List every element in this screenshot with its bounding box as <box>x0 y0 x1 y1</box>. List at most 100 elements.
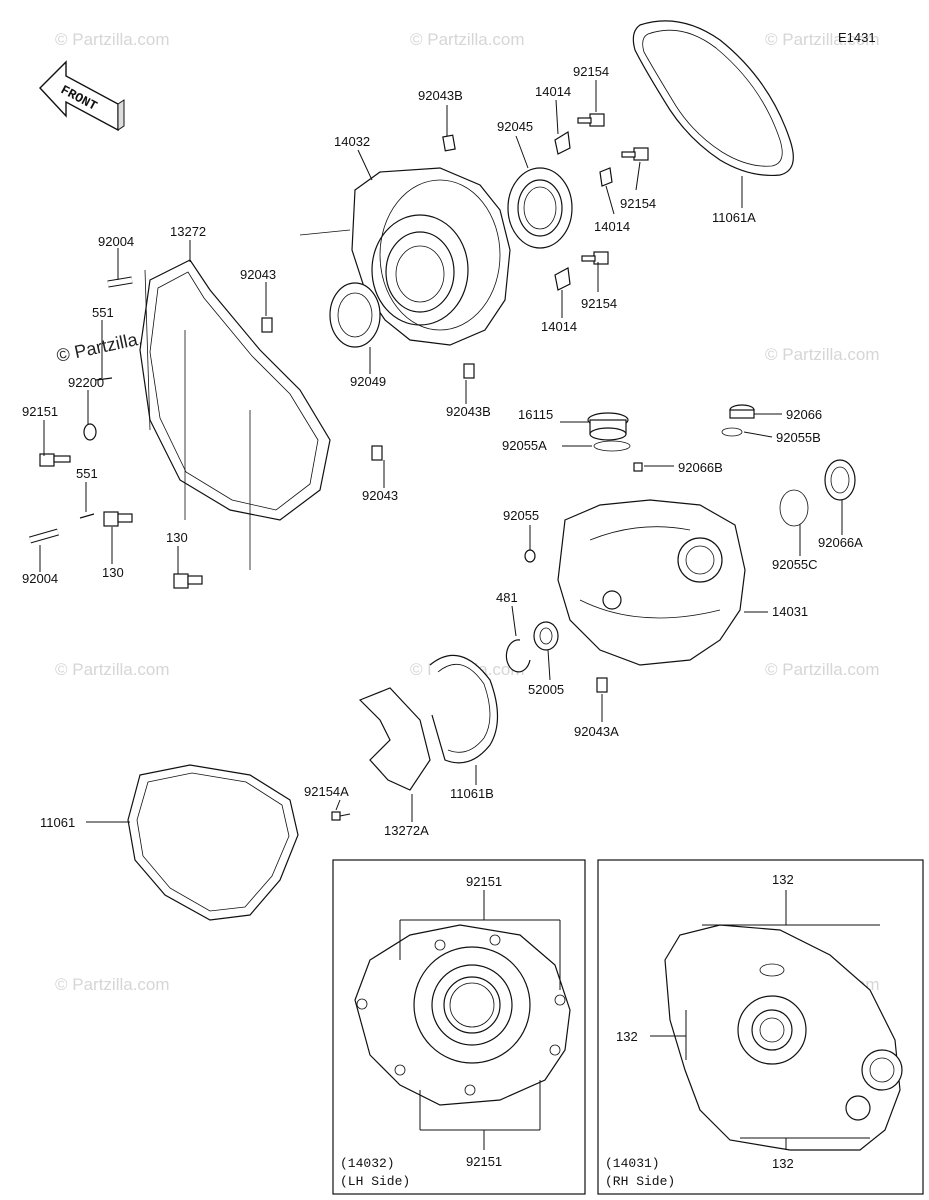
seal-92066a <box>824 459 856 501</box>
part-label: 92049 <box>350 374 386 389</box>
cap-16115 <box>587 412 629 441</box>
part-label: 92043 <box>362 488 398 503</box>
inset-rh-left-label: 132 <box>616 1029 638 1044</box>
part-label: 13272 <box>170 224 206 239</box>
part-label: 11061B <box>450 786 494 801</box>
front-arrow-icon: FRONT <box>39 60 125 132</box>
part-label: 11061A <box>712 210 756 225</box>
gasket-11061a <box>632 20 794 177</box>
leader-lines <box>39 80 843 823</box>
bolt-130-a <box>103 511 133 527</box>
rh-cover-14031 <box>557 499 746 666</box>
bolt-92154-mid <box>621 147 649 161</box>
part-label: 16115 <box>518 407 553 422</box>
part-label: 14014 <box>535 84 571 99</box>
pin-551-top <box>95 377 113 381</box>
part-label: 11061 <box>40 815 75 830</box>
part-label: 92055A <box>502 438 547 453</box>
watermark: © Partzilla.com <box>765 30 880 49</box>
bearing-92045 <box>507 167 573 249</box>
part-label: 92151 <box>22 404 58 419</box>
part-label: 14031 <box>772 604 808 619</box>
gasket-13272 <box>139 259 331 521</box>
gasket-13272a <box>358 687 431 791</box>
part-label: 92066A <box>818 535 863 550</box>
gasket-11061b <box>429 654 499 764</box>
watermark: © Partzilla.com <box>55 660 170 679</box>
bolt-92154-top <box>577 113 605 127</box>
part-label: 130 <box>166 530 188 545</box>
washer-92200 <box>83 423 97 441</box>
part-label: 92154A <box>304 784 349 799</box>
screw-92154a <box>331 811 351 821</box>
plate-14014-low <box>554 267 571 291</box>
watermark: © Partzilla.com <box>410 30 525 49</box>
lh-cover-14032 <box>351 167 511 346</box>
part-labels: 14032 92043B 14014 92154 92045 92154 140… <box>22 64 863 838</box>
oring-92055b <box>721 427 743 437</box>
oring-92055 <box>524 549 536 563</box>
oring-92055c <box>779 489 809 527</box>
part-label: 92043B <box>418 88 463 103</box>
part-label: 130 <box>102 565 124 580</box>
seal-92049 <box>329 282 381 348</box>
inset-lh-side: 92151 92151 (14032) (LH Side) <box>332 859 586 1195</box>
inset-rh-caption-code: (14031) <box>605 1156 660 1171</box>
part-label: 92154 <box>573 64 609 79</box>
inset-lh-caption-code: (14032) <box>340 1156 395 1171</box>
inset-lh-bottom-label: 92151 <box>466 1154 502 1169</box>
part-label: 92200 <box>68 375 104 390</box>
bolt-92154-low <box>581 251 609 265</box>
part-label: 92045 <box>497 119 533 134</box>
plug-92066 <box>729 404 755 419</box>
plate-14014-top <box>554 131 571 155</box>
part-label: 14014 <box>541 319 577 334</box>
inset-rh-top-label: 132 <box>772 872 794 887</box>
circlip-481 <box>505 639 531 673</box>
watermark: © Partzilla.com <box>55 975 170 994</box>
dowel-92043b-top <box>442 134 456 152</box>
plug-92066b <box>633 462 643 472</box>
part-label: 14032 <box>334 134 370 149</box>
pin-551-low <box>79 513 95 519</box>
part-label: 92066B <box>678 460 723 475</box>
part-label: 14014 <box>594 219 630 234</box>
dowel-92043a <box>596 677 608 693</box>
part-label: 92066 <box>786 407 822 422</box>
part-label: 92004 <box>22 571 58 586</box>
dowel-92043b-low <box>463 363 475 379</box>
bolt-130-b <box>173 573 203 589</box>
diagram-code: E1431 <box>838 30 876 45</box>
part-label: 481 <box>496 590 518 605</box>
dowel-92043-a <box>261 317 273 333</box>
part-label: 92154 <box>620 196 656 211</box>
stud-92004-top <box>107 276 133 288</box>
gasket-11061 <box>127 764 299 921</box>
part-label: 92043 <box>240 267 276 282</box>
part-label: 92055C <box>772 557 818 572</box>
dowel-92043-b <box>371 445 383 461</box>
part-label: 92055 <box>503 508 539 523</box>
inset-rh-bottom-label: 132 <box>772 1156 794 1171</box>
inset-lh-top-label: 92151 <box>466 874 502 889</box>
plate-14014-mid <box>599 167 613 187</box>
part-label: 13272A <box>384 823 429 838</box>
bolt-92151 <box>39 453 71 467</box>
watermark: © Partzilla.com <box>765 345 880 364</box>
part-label: 92004 <box>98 234 134 249</box>
bearing-52005 <box>533 621 559 651</box>
inset-lh-caption-side: (LH Side) <box>340 1174 410 1189</box>
part-label: 92043B <box>446 404 491 419</box>
part-label: 551 <box>92 305 114 320</box>
inset-rh-side: 132 132 132 (14031) (RH Side) <box>597 859 924 1195</box>
watermark: © Partzilla.com <box>55 30 170 49</box>
oring-92055a <box>593 440 631 452</box>
watermark: © Partzilla.com <box>765 660 880 679</box>
part-label: 92154 <box>581 296 617 311</box>
part-label: 551 <box>76 466 98 481</box>
part-label: 92055B <box>776 430 821 445</box>
part-label: 92043A <box>574 724 619 739</box>
stud-92004-low <box>29 528 59 544</box>
part-label: 52005 <box>528 682 564 697</box>
